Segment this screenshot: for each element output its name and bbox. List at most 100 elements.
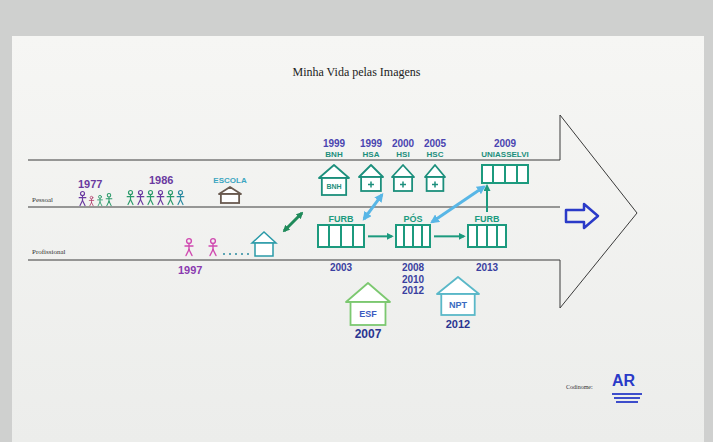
icon-drawing (218, 186, 242, 204)
place-label: FURB (475, 214, 500, 224)
timeline-node: NPT2012 (436, 276, 480, 331)
year-label: 2012 (446, 318, 470, 331)
roof (346, 283, 390, 302)
year-label: 2003 (330, 262, 352, 274)
lane-label: Pessoal (32, 196, 53, 204)
building-icon (481, 164, 529, 184)
place-label: ESF (345, 309, 391, 319)
year-label: 2000 (392, 138, 414, 150)
house-icon (218, 186, 242, 204)
roof (437, 277, 479, 294)
icon-drawing (467, 224, 507, 248)
icon-drawing (424, 164, 446, 192)
timeline-node: 2009UNIASSELVI (481, 138, 529, 184)
timeline-node: 1999HSA (358, 138, 384, 192)
icon-drawing (318, 164, 350, 196)
timeline-node: ESCOLA (213, 176, 246, 204)
year-label: 1977 (78, 178, 102, 191)
page-title: Minha Vida pelas Imagens (0, 66, 713, 80)
house-icon (391, 164, 415, 192)
timeline-connector (364, 195, 382, 219)
icon-drawing (358, 164, 384, 192)
place-label: PÓS (403, 214, 422, 224)
codename: AR (612, 372, 635, 390)
timeline-node: 2005HSC (424, 138, 446, 192)
roof (425, 165, 445, 177)
year-label: 2007 (355, 328, 382, 342)
timeline-node: 1999BNHBNH (318, 138, 350, 196)
house-body (361, 177, 381, 191)
building-column (421, 225, 423, 247)
sibling-figures (127, 191, 184, 205)
codename-caption: Codinome: (566, 384, 593, 391)
timeline-node: FURB 2003 (317, 214, 365, 274)
timeline-connector (486, 186, 488, 212)
building-column (476, 225, 478, 247)
house-icon: BNH (318, 164, 350, 196)
year-label: 2005 (424, 138, 446, 150)
timeline-node: PÓS 2008 2010 2012 (395, 214, 431, 297)
forward-arrow-icon (566, 204, 598, 228)
building-column (352, 225, 354, 247)
place-label: HSA (363, 150, 380, 159)
year-label: 1986 (149, 174, 173, 187)
roof (319, 165, 349, 178)
double-arrow (284, 213, 302, 231)
house-body (394, 177, 412, 191)
cross-mark (434, 181, 436, 187)
dots (223, 253, 249, 255)
building-outline (318, 225, 364, 247)
cross-mark (402, 181, 404, 187)
place-label: BNH (325, 150, 342, 159)
year-label: 2009 (494, 138, 516, 150)
lane-label: Profissional (32, 248, 65, 256)
pink-figures (185, 239, 217, 256)
house-icon: ESF (345, 282, 391, 326)
timeline-node: 2000HSI (391, 138, 415, 192)
place-label: HSI (396, 150, 409, 159)
timeline-connector (368, 235, 392, 237)
building-column (492, 165, 494, 183)
timeline-arrow (28, 115, 637, 308)
family-figures (79, 192, 112, 206)
timeline-node: FURB2013 (467, 214, 507, 274)
building-column (504, 165, 506, 183)
building-icon (317, 224, 365, 248)
building-column (496, 225, 498, 247)
building-column (516, 165, 518, 183)
icon-drawing (481, 164, 529, 184)
cross-mark (370, 181, 372, 187)
building-column (403, 225, 405, 247)
house-icon (358, 164, 384, 192)
building-column (412, 225, 414, 247)
roof (219, 187, 241, 194)
building-icon (395, 224, 431, 248)
building-outline (482, 165, 528, 183)
year-label: 1999 (323, 138, 345, 150)
roof (359, 165, 383, 177)
year-label: 2008 2010 2012 (400, 262, 426, 297)
building-column (486, 225, 488, 247)
timeline-node: ESF 2007 (345, 282, 391, 342)
building-column (340, 225, 342, 247)
icon-drawing (391, 164, 415, 192)
divider-line (28, 207, 560, 208)
place-label: FURB (329, 214, 354, 224)
house-body (221, 194, 239, 203)
icon-drawing (345, 282, 391, 326)
building-column (328, 225, 330, 247)
roof (392, 165, 414, 177)
building-outline (396, 225, 430, 247)
place-label: HSC (427, 150, 444, 159)
house-icon (424, 164, 446, 192)
icon-drawing (395, 224, 431, 248)
house-body (427, 177, 444, 191)
place-label: BNH (318, 183, 350, 191)
place-label: ESCOLA (213, 176, 246, 185)
icon-drawing (436, 276, 480, 316)
place-label: UNIASSELVI (481, 150, 528, 159)
year-label: 1997 (178, 264, 202, 277)
building-icon (467, 224, 507, 248)
codename-underline (612, 394, 642, 402)
